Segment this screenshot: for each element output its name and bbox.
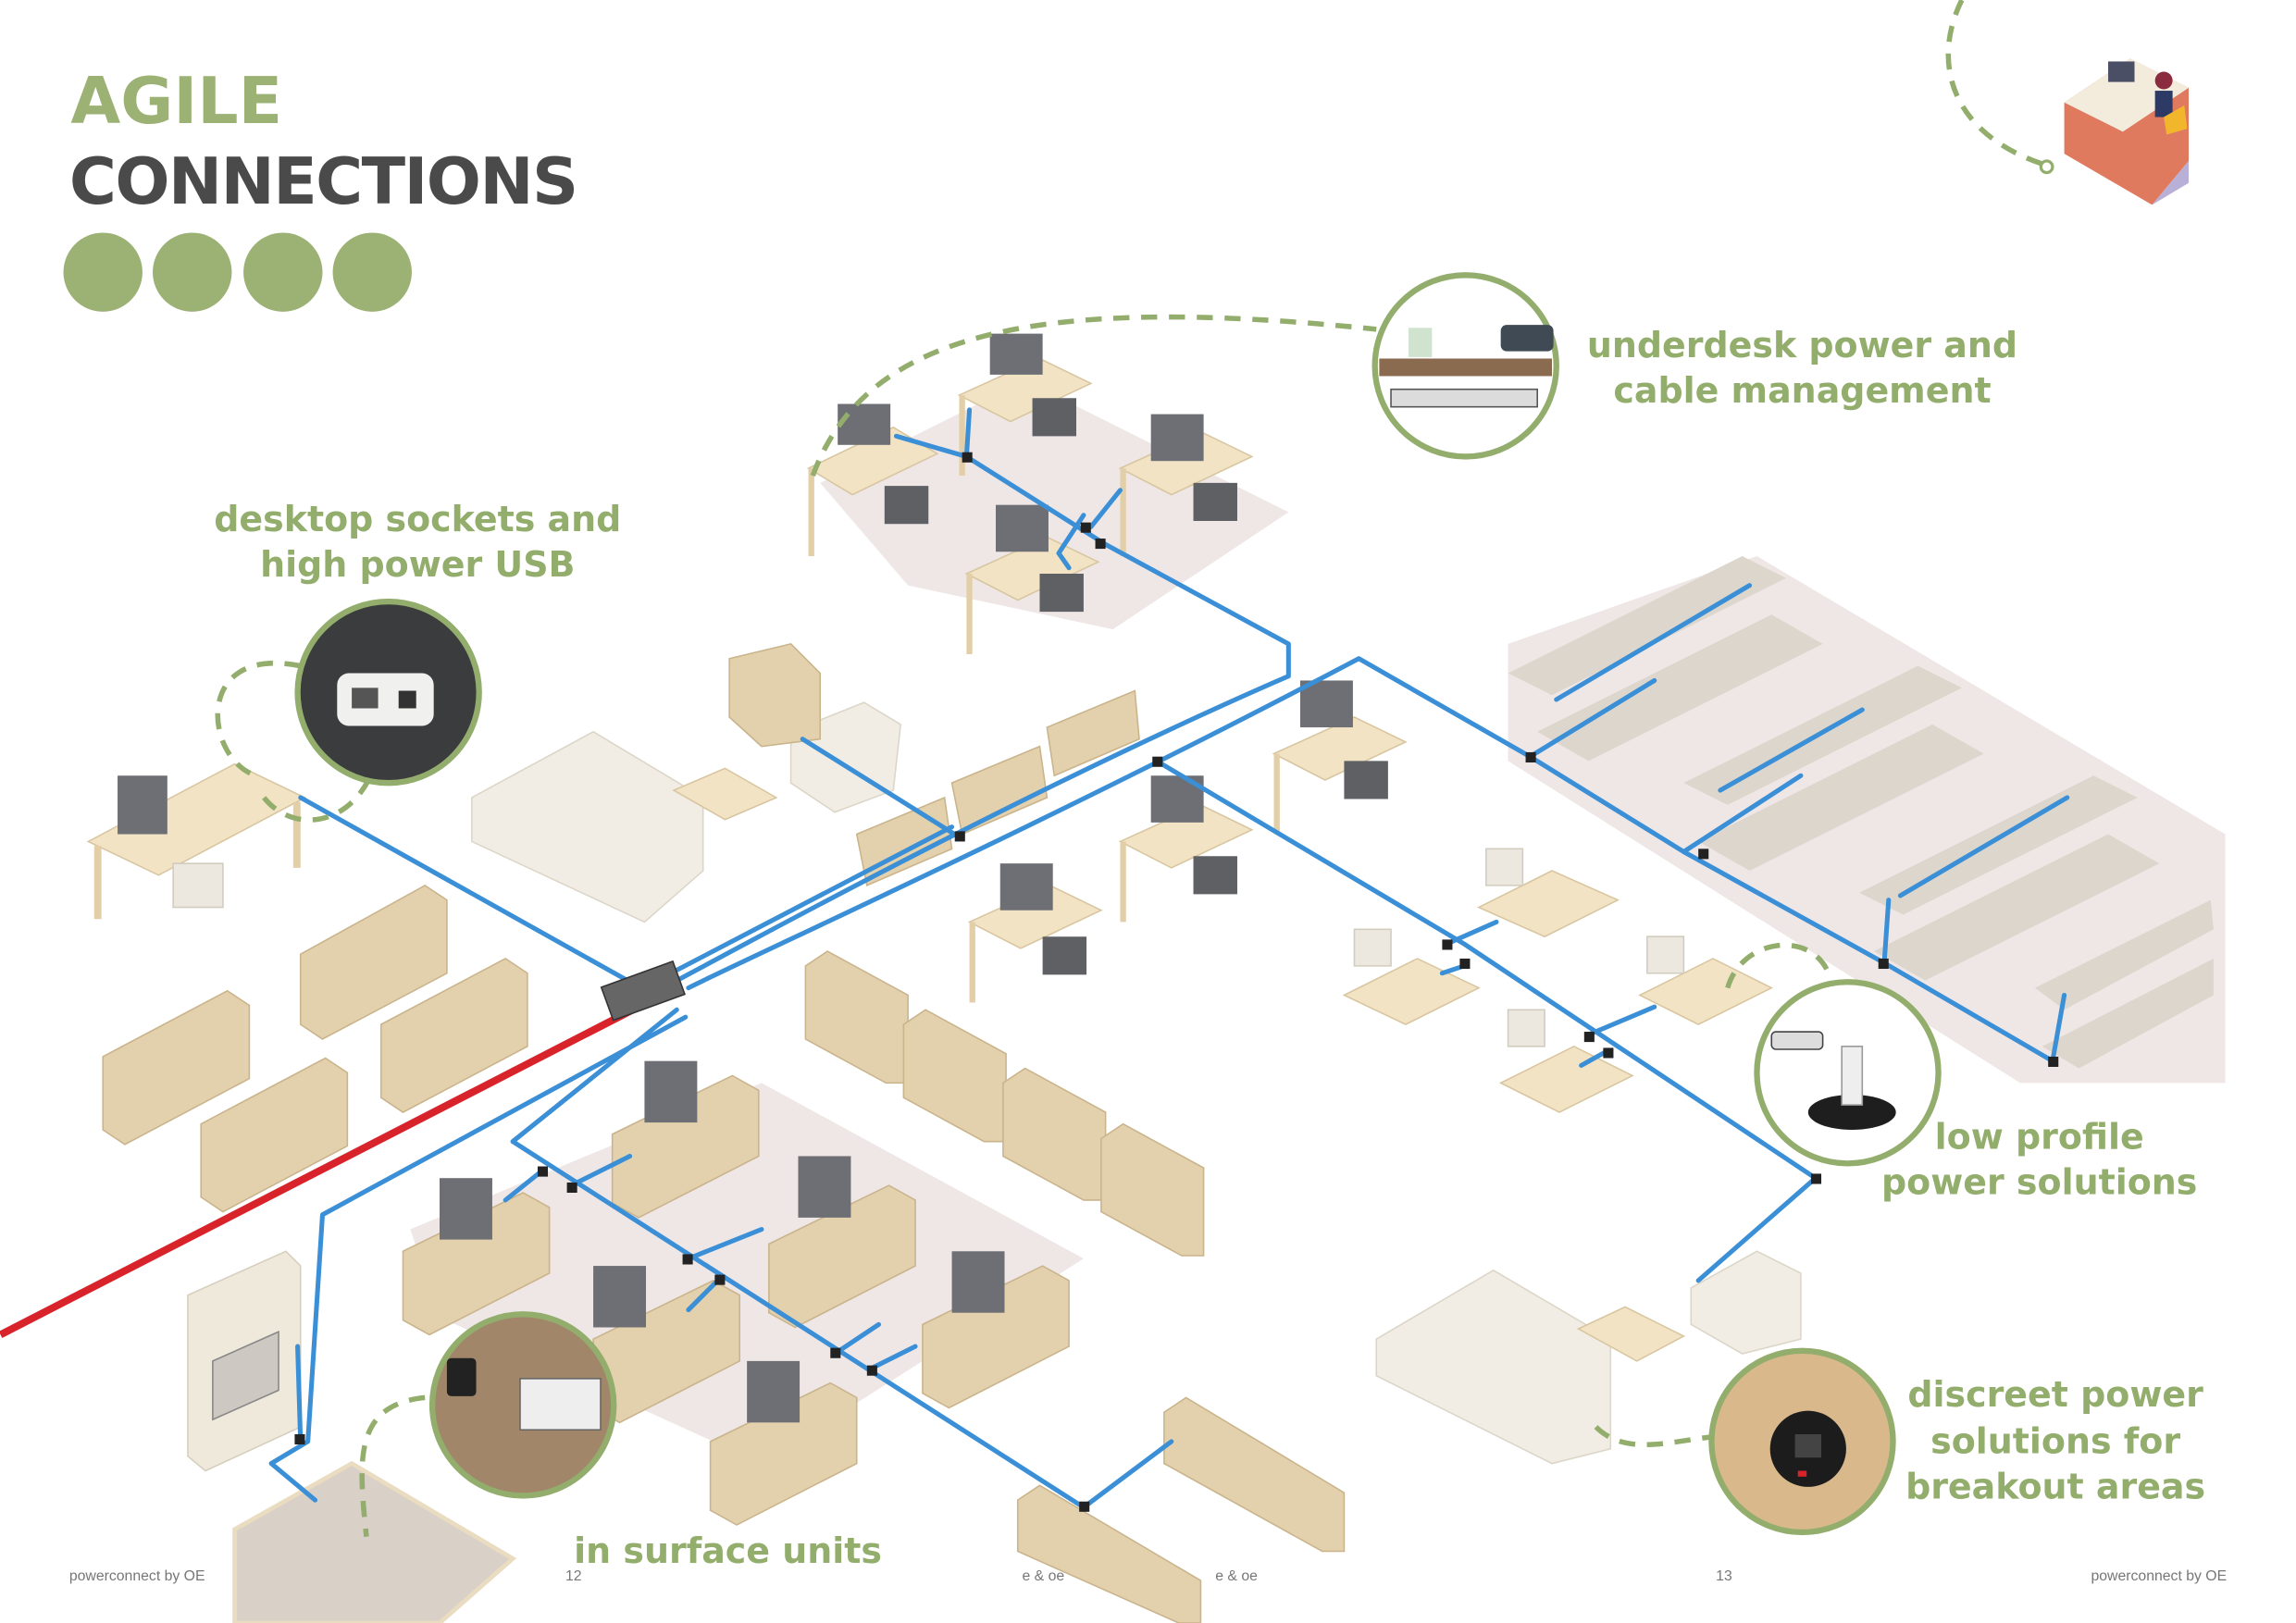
reception-desk-illustration xyxy=(1945,0,2190,205)
left-desk-and-cabinets xyxy=(86,762,528,1213)
bench-desks xyxy=(1508,556,2214,1069)
footer-eoe-right: e & oe xyxy=(1215,1568,1258,1584)
discreet-label-2: solutions for xyxy=(1930,1421,2180,1462)
callout-desktop: desktop sockets and high power USB xyxy=(214,499,621,823)
desktop-label-1: desktop sockets and xyxy=(214,499,621,539)
breakout-tables xyxy=(1342,848,1774,1113)
middle-workstations xyxy=(967,680,1408,1003)
callout-in-surface: in surface units xyxy=(359,1311,882,1571)
callout-discreet: discreet power solutions for breakout ar… xyxy=(1594,1347,2205,1536)
bottom-workstations xyxy=(402,1060,1070,1526)
underdesk-label-1: underdesk power and xyxy=(1587,325,2017,365)
in-surface-label: in surface units xyxy=(574,1530,882,1571)
top-workstations xyxy=(806,333,1254,654)
discreet-label-1: discreet power xyxy=(1907,1374,2203,1415)
discreet-label-3: breakout areas xyxy=(1905,1467,2205,1507)
callout-low-profile: low profile power solutions xyxy=(1725,942,2197,1203)
meeting-room xyxy=(187,1250,517,1623)
footer-brand-right: powerconnect by OE xyxy=(2091,1568,2228,1584)
power-network xyxy=(268,407,2070,1512)
mains-cable xyxy=(0,1006,635,1338)
low-profile-label-2: power solutions xyxy=(1881,1162,2197,1203)
hub-box xyxy=(600,960,686,1022)
title-dots xyxy=(63,232,412,312)
low-profile-label-1: low profile xyxy=(1935,1117,2144,1158)
footer: powerconnect by OE 12 e & oe e & oe 13 p… xyxy=(69,1568,2227,1584)
bookcases xyxy=(728,643,1346,1623)
underdesk-label-2: cable management xyxy=(1613,370,1991,411)
desktop-label-2: high power USB xyxy=(260,544,575,585)
footer-page-right: 13 xyxy=(1716,1568,1732,1584)
footer-brand-left: powerconnect by OE xyxy=(69,1568,205,1584)
footer-page-left: 12 xyxy=(565,1568,582,1584)
callout-underdesk: underdesk power and cable management xyxy=(810,272,2017,477)
footer-eoe-left: e & oe xyxy=(1022,1568,1064,1584)
title-line-1: AGILE xyxy=(70,64,282,139)
title-line-2: CONNECTIONS xyxy=(69,144,577,219)
